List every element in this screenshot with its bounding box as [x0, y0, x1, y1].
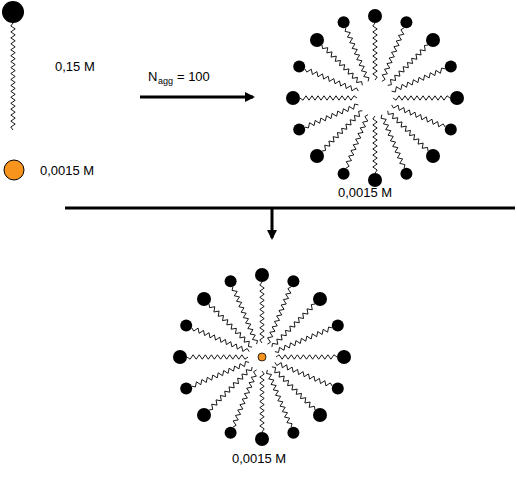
solubilized-molecule	[258, 353, 266, 361]
tail	[187, 355, 248, 359]
aggregation-subscript: agg	[158, 77, 173, 86]
head-group	[337, 350, 351, 364]
concentration-label: 0,0015 M	[338, 186, 392, 199]
tail	[232, 287, 258, 344]
head-group	[197, 408, 211, 422]
head-group	[225, 275, 237, 287]
tail	[346, 115, 368, 169]
head-group	[286, 91, 300, 105]
head-group	[400, 168, 412, 180]
aggregation-label: N	[148, 70, 157, 83]
head-group	[173, 350, 187, 364]
head-group	[445, 123, 457, 135]
head-group	[287, 275, 299, 287]
tail	[267, 370, 293, 427]
surfactant-head	[2, 1, 24, 23]
tail	[275, 327, 332, 353]
tail	[192, 328, 249, 352]
micelle	[286, 9, 464, 187]
head-group	[180, 382, 192, 394]
tail	[260, 282, 264, 343]
tail	[392, 105, 446, 127]
head-group	[426, 33, 440, 47]
solute-molecule	[4, 160, 24, 180]
down-arrow	[271, 209, 274, 238]
head-group	[368, 9, 382, 23]
head-group	[368, 173, 382, 187]
head-group	[445, 61, 457, 73]
tail	[276, 355, 337, 359]
head-group	[287, 427, 299, 439]
concentration-label: 0,0015 M	[232, 452, 286, 465]
head-group	[180, 320, 192, 332]
head-group	[197, 292, 211, 306]
head-group	[332, 320, 344, 332]
tail	[373, 23, 377, 80]
head-group	[255, 268, 269, 282]
tail	[233, 370, 257, 427]
tail	[345, 28, 369, 82]
reaction-arrow	[140, 96, 253, 99]
head-group	[338, 16, 350, 28]
tail	[373, 116, 377, 173]
tail	[192, 362, 249, 388]
head-group	[313, 292, 327, 306]
head-group	[338, 168, 350, 180]
head-group	[225, 427, 237, 439]
head-group	[293, 123, 305, 135]
tail	[300, 96, 357, 100]
head-group	[293, 61, 305, 73]
head-group	[332, 382, 344, 394]
tail	[272, 367, 315, 410]
tail	[272, 304, 315, 347]
tail	[260, 371, 264, 432]
head-group	[310, 33, 324, 47]
tail	[11, 23, 15, 130]
concentration-label: 0,0015 M	[40, 164, 94, 177]
tail	[209, 304, 252, 347]
head-group	[426, 149, 440, 163]
tail	[267, 287, 291, 344]
head-group	[255, 432, 269, 446]
micelle	[173, 268, 351, 446]
concentration-label: 0,15 M	[55, 60, 95, 73]
tail	[392, 68, 446, 92]
tail	[382, 28, 404, 82]
tail	[305, 69, 359, 91]
head-group	[400, 16, 412, 28]
surfactant-tail	[11, 23, 15, 130]
separator-line	[65, 207, 515, 210]
tail	[305, 104, 359, 128]
tail	[381, 115, 405, 169]
tail	[209, 367, 252, 410]
head-group	[450, 91, 464, 105]
aggregation-value: = 100	[177, 70, 210, 83]
head-group	[313, 408, 327, 422]
tail	[275, 362, 332, 386]
head-group	[310, 149, 324, 163]
tail	[393, 96, 450, 100]
